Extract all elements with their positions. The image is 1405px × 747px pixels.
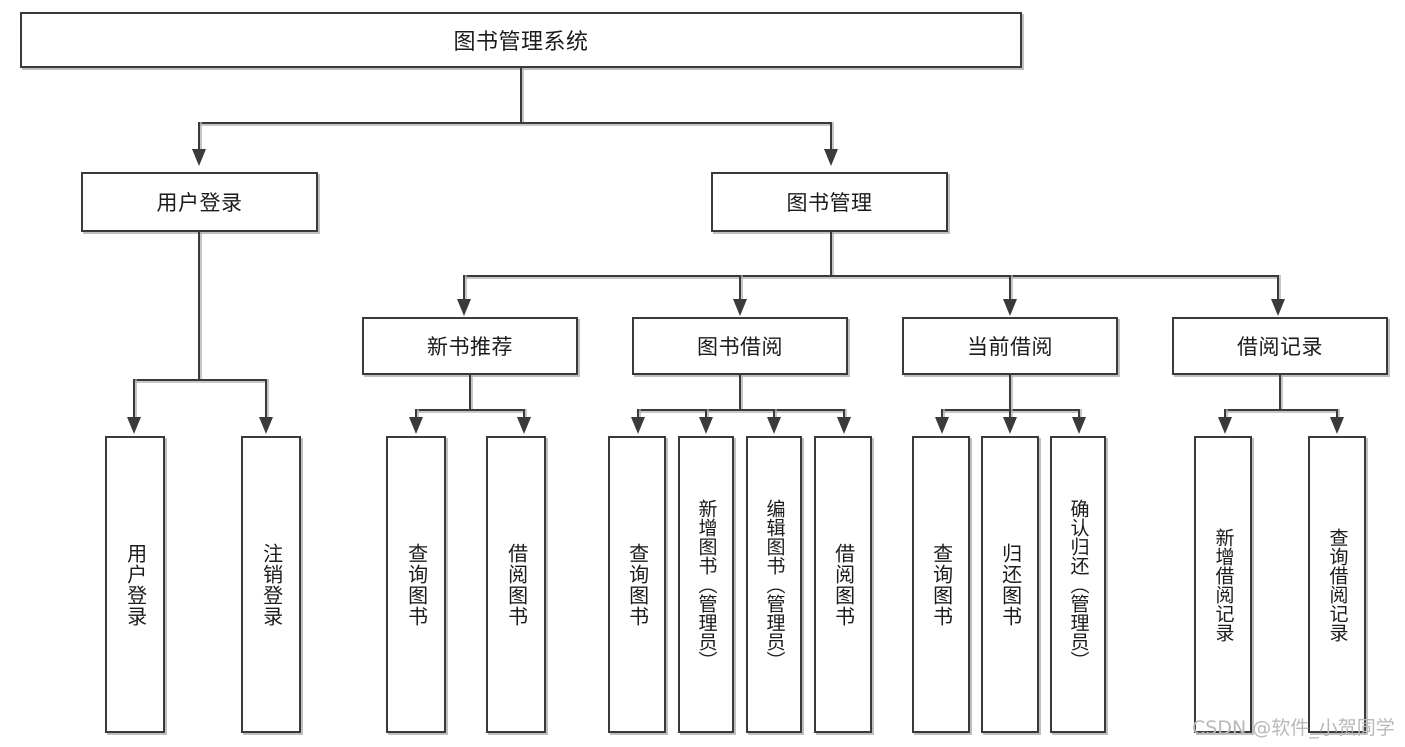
leaf-cb-confirm-return-admin[interactable]: 确认归还（管理员）: [1050, 436, 1106, 733]
connector-drop-borrow-record: [1277, 275, 1279, 303]
node-label: 用户登录: [156, 191, 243, 215]
node-label: 借阅图书: [504, 542, 529, 627]
connector-drop-new-book: [463, 275, 465, 303]
node-label: 借阅记录: [1237, 335, 1323, 359]
node-user-login[interactable]: 用户登录: [81, 172, 318, 232]
leaf-bb-edit-book-admin[interactable]: 编辑图书（管理员）: [746, 436, 802, 733]
connector-drop-book-borrow: [739, 275, 741, 303]
connector-drop-bb-query: [637, 409, 639, 418]
node-book-management[interactable]: 图书管理: [711, 172, 948, 232]
connector-book-borrow-stem: [739, 375, 741, 410]
connector-new-book-stem: [469, 375, 471, 410]
leaf-nb-query-book[interactable]: 查询图书: [386, 436, 446, 733]
connector-drop-leaf-user-login: [133, 379, 135, 418]
watermark-text: CSDN @软件_小贺同学: [1192, 717, 1395, 739]
connector-user-login-stem: [198, 232, 200, 380]
leaf-nb-borrow-book[interactable]: 借阅图书: [486, 436, 546, 733]
node-borrow-record[interactable]: 借阅记录: [1172, 317, 1388, 375]
arrow-icon-nb-borrow: [517, 417, 531, 434]
leaf-cb-return-book[interactable]: 归还图书: [981, 436, 1039, 733]
arrow-icon-leaf-logout: [259, 417, 273, 434]
connector-user-login-bus: [133, 379, 267, 381]
node-current-borrow[interactable]: 当前借阅: [902, 317, 1118, 375]
node-label: 新增图书（管理员）: [695, 499, 718, 670]
arrow-icon-leaf-user-login: [127, 417, 141, 434]
node-new-book-recommend[interactable]: 新书推荐: [362, 317, 578, 375]
arrow-icon-cb-return: [1003, 417, 1017, 434]
node-label: 当前借阅: [967, 335, 1053, 359]
node-label: 新书推荐: [427, 335, 513, 359]
connector-drop-br-add: [1224, 409, 1226, 418]
node-label: 查询图书: [404, 542, 429, 627]
arrow-icon-cb-confirm: [1072, 417, 1086, 434]
node-label: 编辑图书（管理员）: [763, 499, 786, 670]
connector-drop-current-borrow: [1009, 275, 1011, 303]
leaf-bb-borrow-book[interactable]: 借阅图书: [814, 436, 872, 733]
node-label: 归还图书: [998, 542, 1023, 627]
node-book-borrow[interactable]: 图书借阅: [632, 317, 848, 375]
node-label: 图书管理系统: [453, 30, 589, 55]
leaf-bb-add-book-admin[interactable]: 新增图书（管理员）: [678, 436, 734, 733]
arrow-icon-bb-borrow: [837, 417, 851, 434]
node-label: 图书借阅: [697, 335, 783, 359]
node-label: 查询借阅记录: [1326, 527, 1349, 642]
arrow-icon-cb-query: [935, 417, 949, 434]
connector-level2-bus: [198, 122, 832, 124]
connector-root-stem: [520, 68, 522, 123]
leaf-bb-query-book[interactable]: 查询图书: [608, 436, 666, 733]
connector-drop-nb-query: [415, 409, 417, 418]
node-label: 查询图书: [625, 542, 650, 627]
arrow-icon-bb-edit: [767, 417, 781, 434]
connector-drop-cb-confirm: [1078, 409, 1080, 418]
node-label: 查询图书: [929, 542, 954, 627]
node-label: 确认归还（管理员）: [1067, 499, 1090, 670]
connector-drop-br-query: [1336, 409, 1338, 418]
connector-drop-book-management: [830, 122, 832, 150]
node-label: 注销登录: [259, 542, 284, 627]
arrow-icon-nb-query: [409, 417, 423, 434]
connector-drop-bb-borrow: [843, 409, 845, 418]
leaf-user-login[interactable]: 用户登录: [105, 436, 165, 733]
connector-drop-nb-borrow: [523, 409, 525, 418]
arrow-icon-br-query: [1330, 417, 1344, 434]
connector-drop-leaf-logout: [265, 379, 267, 418]
arrow-icon-user-login: [192, 149, 206, 166]
connector-current-borrow-stem: [1009, 375, 1011, 410]
arrow-icon-bb-query: [631, 417, 645, 434]
arrow-icon-br-add: [1218, 417, 1232, 434]
node-root-book-management-system[interactable]: 图书管理系统: [20, 12, 1022, 68]
connector-level3-bus: [463, 275, 1279, 277]
connector-drop-user-login: [198, 122, 200, 150]
leaf-logout[interactable]: 注销登录: [241, 436, 301, 733]
arrow-icon-new-book: [457, 299, 471, 316]
leaf-br-add-record[interactable]: 新增借阅记录: [1194, 436, 1252, 733]
connector-drop-bb-edit: [773, 409, 775, 418]
node-label: 图书管理: [786, 191, 873, 215]
connector-drop-bb-add: [705, 409, 707, 418]
arrow-icon-book-management: [824, 149, 838, 166]
leaf-br-query-record[interactable]: 查询借阅记录: [1308, 436, 1366, 733]
arrow-icon-current-borrow: [1003, 299, 1017, 316]
arrow-icon-borrow-record: [1271, 299, 1285, 316]
connector-drop-cb-return: [1009, 409, 1011, 418]
connector-book-borrow-bus: [637, 409, 845, 411]
connector-new-book-bus: [415, 409, 525, 411]
connector-drop-cb-query: [941, 409, 943, 418]
node-label: 新增借阅记录: [1212, 527, 1235, 642]
connector-borrow-record-stem: [1279, 375, 1281, 410]
connector-borrow-record-bus: [1224, 409, 1338, 411]
node-label: 用户登录: [123, 542, 148, 627]
arrow-icon-bb-add: [699, 417, 713, 434]
node-label: 借阅图书: [831, 542, 856, 627]
arrow-icon-book-borrow: [733, 299, 747, 316]
connector-book-management-stem: [830, 232, 832, 276]
leaf-cb-query-book[interactable]: 查询图书: [912, 436, 970, 733]
